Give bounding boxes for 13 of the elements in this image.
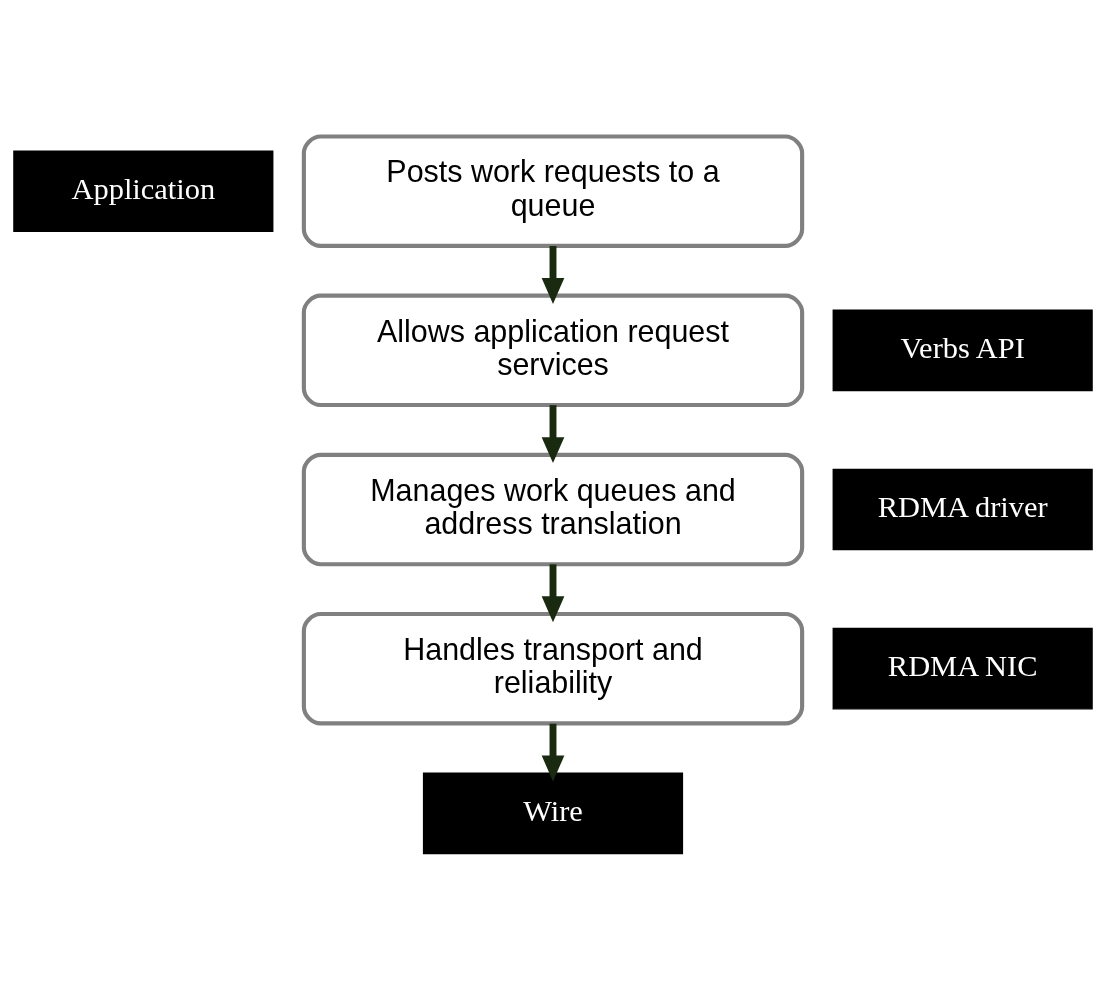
arrow	[541, 563, 565, 622]
node-box: Handles transport and reliability	[301, 611, 805, 725]
node-box: Verbs API	[832, 309, 1093, 391]
node-box: RDMA driver	[832, 468, 1093, 550]
node-box: Posts work requests to a queue	[301, 133, 805, 248]
arrow	[541, 245, 565, 304]
node-box: RDMA NIC	[832, 627, 1093, 710]
node-box: Wire	[422, 772, 684, 854]
node-box: Allows application request services	[301, 293, 805, 407]
arrow	[541, 404, 565, 463]
node-box: Application	[13, 149, 274, 232]
arrow	[541, 723, 565, 781]
node-box: Manages work queues and address translation	[301, 452, 805, 566]
